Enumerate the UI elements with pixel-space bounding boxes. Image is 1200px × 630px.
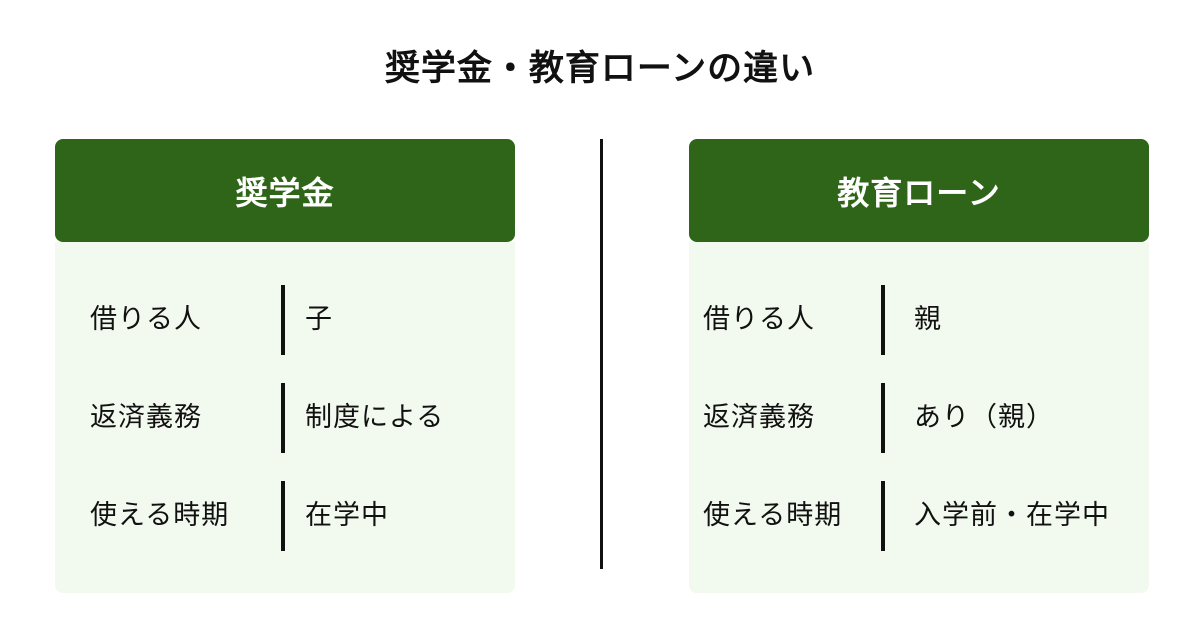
row-label: 借りる人 [90, 304, 202, 335]
comparison-row: 使える時期 入学前・在学中 [689, 481, 1149, 551]
row-separator [881, 285, 885, 355]
row-separator [281, 285, 285, 355]
row-value: 在学中 [305, 500, 389, 531]
card-header: 教育ローン [689, 139, 1149, 242]
row-separator [881, 481, 885, 551]
card-body: 借りる人 親 返済義務 あり（親） 使える時期 入学前・在学中 [689, 242, 1149, 593]
row-value: 入学前・在学中 [914, 500, 1110, 531]
page-title: 奨学金・教育ローンの違い [384, 49, 816, 89]
comparison-row: 借りる人 親 [689, 285, 1149, 355]
row-separator [281, 481, 285, 551]
row-label: 返済義務 [703, 402, 815, 433]
row-label: 使える時期 [90, 500, 230, 531]
card-body: 借りる人 子 返済義務 制度による 使える時期 在学中 [55, 242, 515, 593]
row-label: 返済義務 [90, 402, 202, 433]
comparison-row: 返済義務 制度による [55, 383, 515, 453]
row-label: 借りる人 [703, 304, 815, 335]
center-divider [600, 139, 603, 569]
card-header: 奨学金 [55, 139, 515, 242]
row-label: 使える時期 [703, 500, 843, 531]
comparison-row: 返済義務 あり（親） [689, 383, 1149, 453]
scholarship-card: 奨学金 借りる人 子 返済義務 制度による 使える時期 在学中 [55, 139, 515, 593]
row-value: あり（親） [914, 402, 1054, 433]
comparison-row: 借りる人 子 [55, 285, 515, 355]
row-separator [281, 383, 285, 453]
education-loan-card: 教育ローン 借りる人 親 返済義務 あり（親） 使える時期 入学前・在学中 [689, 139, 1149, 593]
row-value: 制度による [305, 402, 445, 433]
comparison-row: 使える時期 在学中 [55, 481, 515, 551]
row-value: 親 [914, 304, 942, 335]
row-value: 子 [305, 304, 333, 335]
row-separator [881, 383, 885, 453]
